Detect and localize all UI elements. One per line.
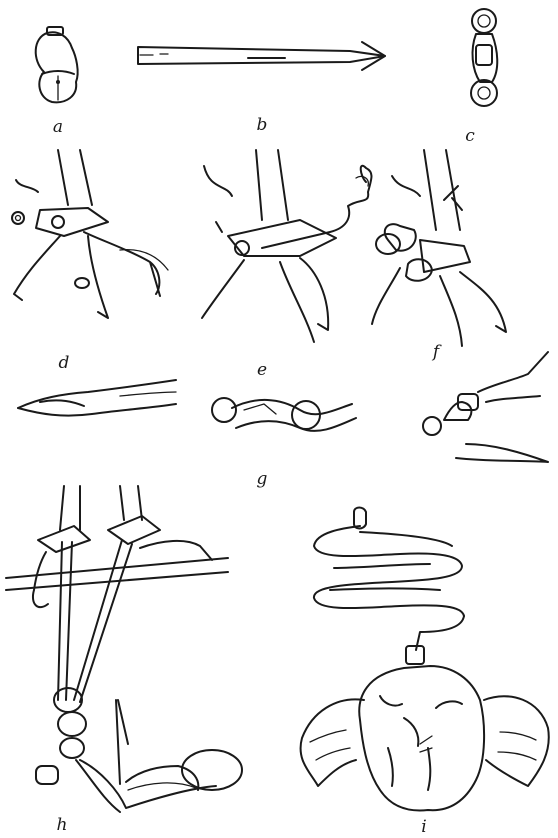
panel-i-label: i	[421, 817, 426, 837]
panel-d-label: d	[59, 353, 70, 373]
panel-e-jess-threading: e	[202, 150, 372, 380]
panel-a-bell: a	[36, 27, 78, 137]
panel-c-swivel: c	[465, 9, 497, 146]
panel-f-label: f	[431, 342, 442, 362]
panel-b-awl: b	[138, 42, 385, 135]
panel-h-label: h	[57, 815, 68, 835]
panel-f-bell-on-leg: f	[372, 150, 506, 362]
panel-e-label: e	[257, 360, 267, 380]
panel-a-label: a	[53, 117, 63, 137]
panel-g-knot-steps: g	[18, 352, 548, 489]
panel-i-hawk-with-coiled-leash: i	[301, 508, 549, 838]
panel-c-label: c	[465, 126, 475, 146]
panel-h-perched-with-leash: h	[6, 486, 242, 835]
panel-d-anklet-on-foot: d	[12, 150, 168, 373]
panel-g-label: g	[257, 469, 268, 489]
panel-b-label: b	[257, 115, 268, 135]
